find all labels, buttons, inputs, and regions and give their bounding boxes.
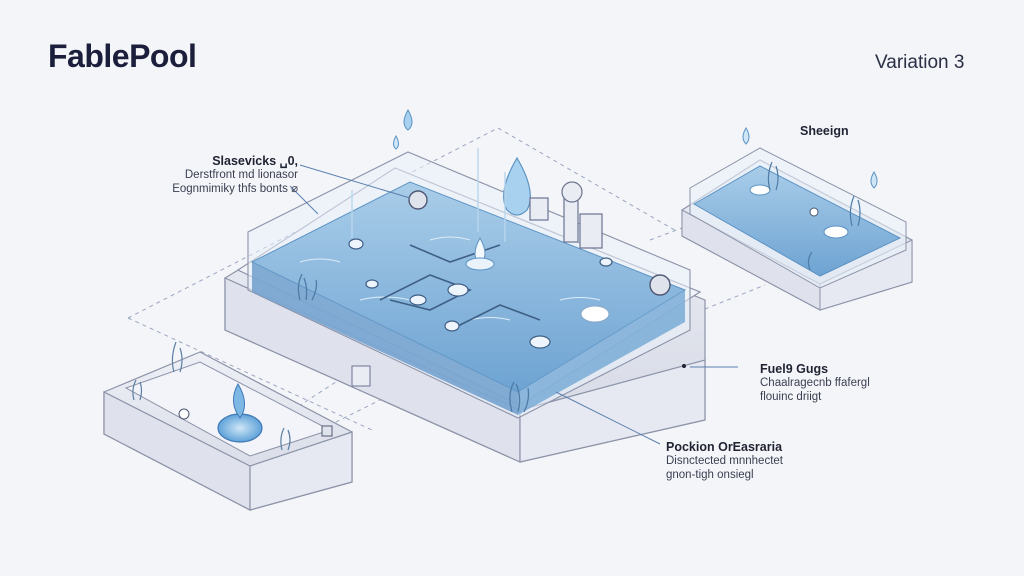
- annotation-title: Pockion OrEasraria: [666, 440, 783, 454]
- leader-lines: [289, 164, 738, 445]
- annotation-mid-right: Fuel9 Gugs Chaalragecnb ffafergl flouinc…: [760, 362, 940, 404]
- annotation-line: Chaalragecnb ffafergl: [760, 377, 870, 389]
- annotation-title: Sheeign: [800, 124, 849, 138]
- annotation-title: Fuel9 Gugs: [760, 362, 829, 376]
- left-pool: [103, 341, 353, 511]
- annotation-line: Disnctected mnnhectet: [666, 455, 783, 467]
- annotation-line: Derstfront md lionasor: [184, 169, 298, 181]
- annotation-line: Eognmimiky thfs bonts ⌀: [172, 183, 298, 195]
- right-pool: [681, 127, 913, 311]
- annotation-line: gnon-tigh onsiegl: [666, 469, 754, 481]
- variation-label: Variation 3: [875, 52, 965, 73]
- main-pool: [224, 108, 706, 463]
- brand-title: FablePool: [48, 38, 197, 74]
- annotation-title: Slasevicks ␣0,: [212, 154, 298, 168]
- annotation-top-right: Sheeign: [800, 124, 849, 138]
- annotation-bottom-right: Pockion OrEasraria Disnctected mnnhectet…: [666, 440, 866, 482]
- annotation-top-left: Slasevicks ␣0, Derstfront md lionasor Eo…: [138, 154, 298, 196]
- annotation-line: flouinc driigt: [760, 391, 822, 403]
